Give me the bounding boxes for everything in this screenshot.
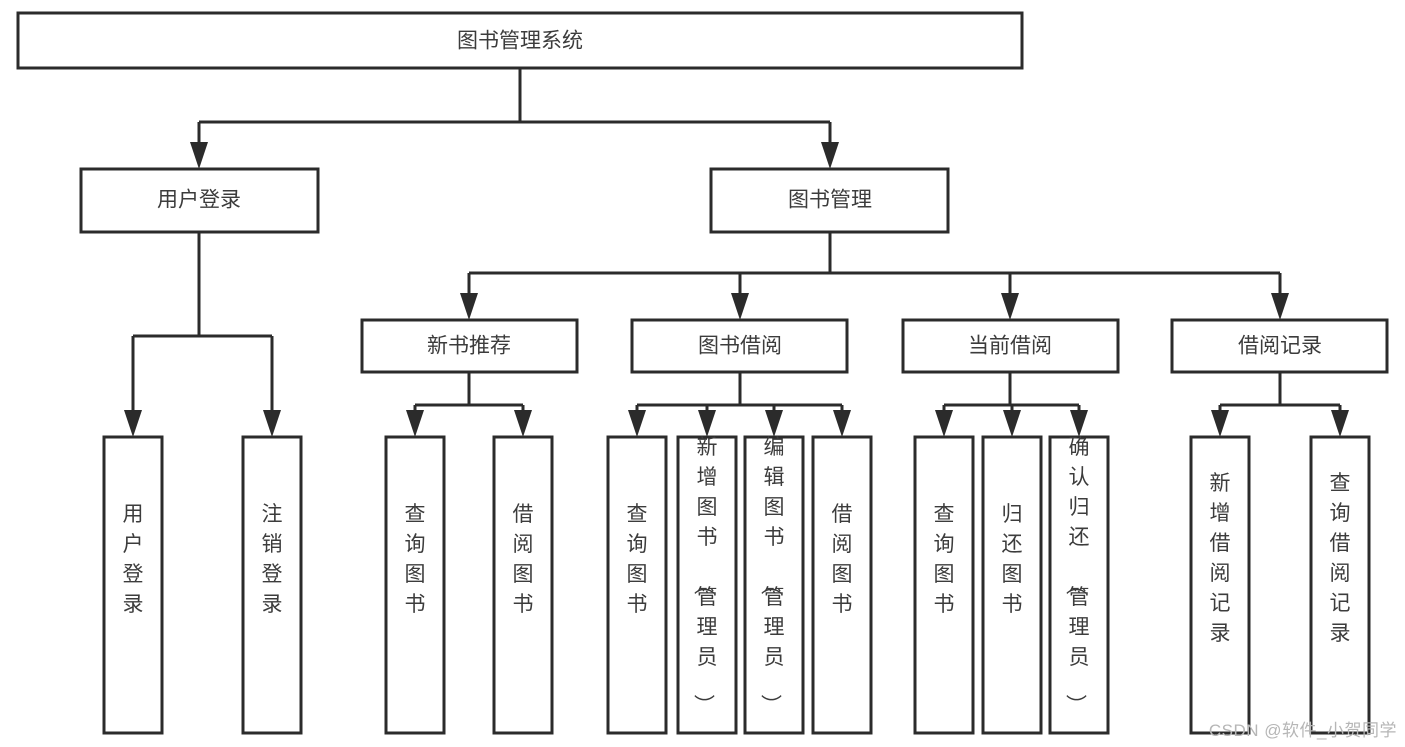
node-box-leaf-user-login-logout[interactable] [241,435,303,735]
node-leaf-current-borrow-confirm[interactable]: 确认归还（管理员） [1048,435,1110,735]
arrow-head-new-book-child-2 [514,410,532,437]
node-label-book-management: 图书管理 [788,189,872,212]
node-box-leaf-book-borrow-edit[interactable] [743,435,805,735]
node-label-leaf-new-book-query: 查询图书 [405,503,426,616]
node-leaf-user-login-logout[interactable]: 注销登录 [241,435,303,735]
arrow-head-new-book [460,293,478,320]
node-box-leaf-new-book-query[interactable] [384,435,446,735]
node-label-borrow-record: 借阅记录 [1238,335,1322,358]
node-leaf-book-borrow-borrow[interactable]: 借阅图书 [811,435,873,735]
arrow-head-borrow-record-child-2 [1331,410,1349,437]
arrow-head-book-manage [821,142,839,169]
csdn-watermark: CSDN @软件_小贺同学 [1208,721,1397,740]
arrow-head-book-borrow-child-3 [765,410,783,437]
node-label-leaf-book-borrow-edit: 编辑图书（管理员） [759,436,785,715]
node-label-leaf-current-borrow-query: 查询图书 [934,503,955,616]
node-label-leaf-new-book-borrow: 借阅图书 [513,503,534,616]
arrow-head-user-login [190,142,208,169]
node-new-book-recommend[interactable]: 新书推荐 [360,318,579,374]
node-leaf-current-borrow-query[interactable]: 查询图书 [913,435,975,735]
node-box-leaf-book-borrow-query[interactable] [606,435,668,735]
arrow-head-user-login-child-1 [124,410,142,437]
node-box-leaf-borrow-record-query[interactable] [1309,435,1371,735]
node-leaf-new-book-borrow[interactable]: 借阅图书 [492,435,554,735]
node-leaf-book-borrow-add[interactable]: 新增图书（管理员） [676,435,738,735]
node-label-leaf-book-borrow-borrow: 借阅图书 [832,503,853,616]
arrow-head-current-borrow-child-1 [935,410,953,437]
node-label-leaf-user-login-logout: 注销登录 [262,503,283,616]
node-box-root[interactable] [16,11,1024,70]
node-label-leaf-current-borrow-return: 归还图书 [1002,503,1023,616]
arrow-head-current-borrow-child-3 [1070,410,1088,437]
node-label-user-login: 用户登录 [157,189,241,212]
arrow-head-borrow-record-child-1 [1211,410,1229,437]
arrow-head-book-borrow-child-4 [833,410,851,437]
arrow-head-user-login-child-2 [263,410,281,437]
node-box-book-management[interactable] [709,167,950,234]
arrow-head-book-borrow-child-2 [698,410,716,437]
node-box-leaf-current-borrow-confirm[interactable] [1048,435,1110,735]
node-leaf-borrow-record-add[interactable]: 新增借阅记录 [1189,435,1251,735]
node-leaf-book-borrow-edit[interactable]: 编辑图书（管理员） [743,435,805,735]
node-box-book-borrow[interactable] [630,318,849,374]
node-label-leaf-user-login-login: 用户登录 [123,503,144,616]
node-leaf-current-borrow-return[interactable]: 归还图书 [981,435,1043,735]
node-box-user-login[interactable] [79,167,320,234]
node-book-management[interactable]: 图书管理 [709,167,950,234]
node-root-book-management-system[interactable]: 图书管理系统 [16,11,1024,70]
arrow-head-new-book-child-1 [406,410,424,437]
node-book-borrow[interactable]: 图书借阅 [630,318,849,374]
arrow-head-current-borrow-child-2 [1003,410,1021,437]
node-label-leaf-current-borrow-confirm: 确认归还（管理员） [1064,436,1090,715]
node-box-leaf-book-borrow-add[interactable] [676,435,738,735]
node-leaf-new-book-query[interactable]: 查询图书 [384,435,446,735]
arrow-head-book-borrow [731,293,749,320]
node-box-leaf-borrow-record-add[interactable] [1189,435,1251,735]
node-label-book-borrow: 图书借阅 [698,335,782,358]
node-current-borrow[interactable]: 当前借阅 [901,318,1120,374]
node-box-leaf-current-borrow-query[interactable] [913,435,975,735]
node-user-login[interactable]: 用户登录 [79,167,320,234]
node-leaf-book-borrow-query[interactable]: 查询图书 [606,435,668,735]
node-label-new-book-recommend: 新书推荐 [427,335,511,358]
arrow-head-book-borrow-child-1 [628,410,646,437]
node-box-leaf-user-login-login[interactable] [102,435,164,735]
node-label-current-borrow: 当前借阅 [968,335,1052,358]
node-label-leaf-borrow-record-add: 新增借阅记录 [1210,472,1231,645]
node-box-new-book-recommend[interactable] [360,318,579,374]
node-borrow-record[interactable]: 借阅记录 [1170,318,1389,374]
node-label-leaf-book-borrow-add: 新增图书（管理员） [692,436,718,715]
node-label-root: 图书管理系统 [457,30,583,53]
node-label-leaf-book-borrow-query: 查询图书 [627,503,648,616]
node-box-leaf-book-borrow-borrow[interactable] [811,435,873,735]
connector-layer [124,68,1349,437]
node-box-leaf-new-book-borrow[interactable] [492,435,554,735]
node-box-borrow-record[interactable] [1170,318,1389,374]
node-leaf-user-login-login[interactable]: 用户登录 [102,435,164,735]
arrow-head-borrow-record [1271,293,1289,320]
node-box-current-borrow[interactable] [901,318,1120,374]
node-label-leaf-borrow-record-query: 查询借阅记录 [1330,472,1351,645]
node-leaf-borrow-record-query[interactable]: 查询借阅记录 [1309,435,1371,735]
arrow-head-current-borrow [1001,293,1019,320]
node-box-leaf-current-borrow-return[interactable] [981,435,1043,735]
